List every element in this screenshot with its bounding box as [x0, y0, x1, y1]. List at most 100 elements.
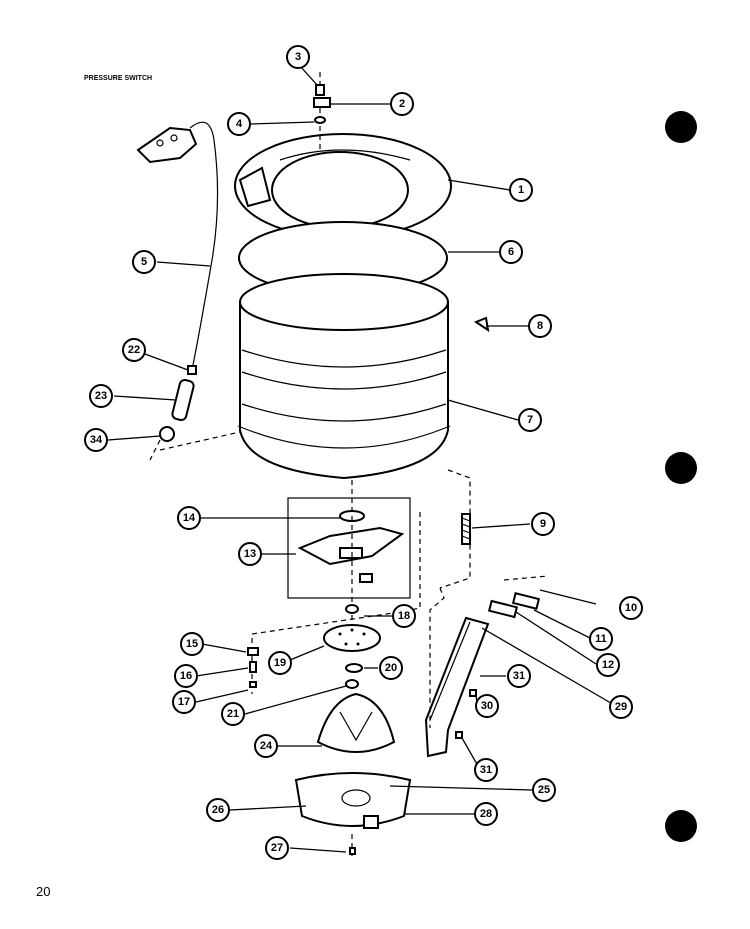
svg-text:4: 4: [236, 118, 243, 130]
callout-9: 9: [531, 512, 555, 536]
svg-text:20: 20: [385, 662, 397, 674]
callout-31-lower: 31: [474, 758, 498, 782]
dome-nut: [159, 426, 175, 442]
svg-text:30: 30: [481, 700, 493, 712]
svg-text:14: 14: [183, 512, 196, 524]
callout-22: 22: [122, 338, 146, 362]
svg-text:25: 25: [538, 784, 550, 796]
svg-text:31: 31: [480, 764, 492, 776]
callout-3: 3: [286, 45, 310, 69]
svg-text:6: 6: [508, 246, 514, 258]
svg-text:19: 19: [274, 657, 286, 669]
callout-31-upper: 31: [507, 664, 531, 688]
svg-text:10: 10: [625, 602, 637, 614]
callout-13: 13: [238, 542, 262, 566]
callout-29: 29: [609, 695, 633, 719]
leg-screw-upper: [469, 689, 477, 697]
svg-text:15: 15: [186, 638, 198, 650]
tub-cover: [234, 133, 452, 239]
callout-17: 17: [172, 690, 196, 714]
leader-lines: [107, 65, 617, 853]
base-drain-plug: [349, 847, 356, 855]
callout-21: 21: [221, 702, 245, 726]
callout-26: 26: [206, 798, 230, 822]
suspension-spring: [461, 513, 471, 545]
svg-text:5: 5: [141, 256, 147, 268]
callout-23: 23: [89, 384, 113, 408]
callout-19: 19: [268, 651, 292, 675]
svg-text:7: 7: [527, 414, 533, 426]
svg-text:11: 11: [595, 633, 607, 645]
hose-clamp: [187, 365, 197, 375]
bracket-spacer: [249, 661, 257, 673]
callout-7: 7: [518, 408, 542, 432]
svg-text:28: 28: [480, 808, 492, 820]
outer-tub: [237, 273, 451, 480]
svg-text:8: 8: [537, 320, 543, 332]
callout-25: 25: [532, 778, 556, 802]
callout-16: 16: [174, 664, 198, 688]
pressure-switch: [136, 121, 215, 164]
callout-2: 2: [390, 92, 414, 116]
page-number: 20: [36, 884, 51, 899]
leg-screw-lower: [455, 731, 463, 739]
callout-15: 15: [180, 632, 204, 656]
support-leg: [424, 616, 490, 758]
callout-27: 27: [265, 836, 289, 860]
hub-bracket-frame: [287, 497, 411, 599]
callout-4: 4: [227, 112, 251, 136]
svg-text:1: 1: [518, 184, 524, 196]
svg-text:17: 17: [178, 696, 190, 708]
callout-6: 6: [499, 240, 523, 264]
tub-clip: [473, 316, 490, 333]
svg-text:34: 34: [90, 434, 103, 446]
pulley-nut: [345, 679, 359, 689]
callout-10: 10: [619, 596, 643, 620]
svg-text:29: 29: [615, 701, 627, 713]
air-dome: [171, 378, 195, 422]
svg-text:2: 2: [399, 98, 405, 110]
svg-text:21: 21: [227, 708, 239, 720]
svg-text:26: 26: [212, 804, 224, 816]
callout-1: 1: [509, 178, 533, 202]
base-pan: [294, 772, 412, 829]
callout-24: 24: [254, 734, 278, 758]
drive-pulley: [323, 624, 381, 652]
bracket-bolt: [247, 647, 259, 656]
binder-hole-bottom: [665, 810, 697, 842]
pressure-hose: [191, 139, 219, 371]
svg-text:24: 24: [260, 740, 273, 752]
callout-12: 12: [596, 653, 620, 677]
callout-14: 14: [177, 506, 201, 530]
callout-28: 28: [474, 802, 498, 826]
mount-screw: [315, 84, 325, 96]
binder-hole-top: [665, 111, 697, 143]
svg-text:9: 9: [540, 518, 546, 530]
callout-18: 18: [392, 604, 416, 628]
mount-washer: [314, 116, 326, 124]
svg-text:22: 22: [128, 344, 140, 356]
callout-34: 34: [84, 428, 108, 452]
transmission-cover: [316, 692, 396, 753]
svg-text:13: 13: [244, 548, 256, 560]
mount-clip: [313, 97, 331, 108]
svg-text:27: 27: [271, 842, 283, 854]
leg-bracket-plate: [487, 599, 519, 619]
binder-hole-middle: [665, 452, 697, 484]
pulley-washer: [345, 663, 363, 673]
svg-text:23: 23: [95, 390, 107, 402]
svg-text:16: 16: [180, 670, 192, 682]
svg-text:31: 31: [513, 670, 525, 682]
callout-11: 11: [589, 627, 613, 651]
callout-30: 30: [475, 694, 499, 718]
svg-text:18: 18: [398, 610, 410, 622]
leg-bracket-clip: [511, 592, 541, 610]
agitator-drive-block: [297, 510, 405, 583]
bracket-nut: [249, 681, 257, 688]
drive-seal: [345, 604, 359, 614]
pressure-switch-label: PRESSURE SWITCH: [84, 75, 152, 82]
svg-text:12: 12: [602, 659, 614, 671]
callout-20: 20: [379, 656, 403, 680]
callout-8: 8: [528, 314, 552, 338]
